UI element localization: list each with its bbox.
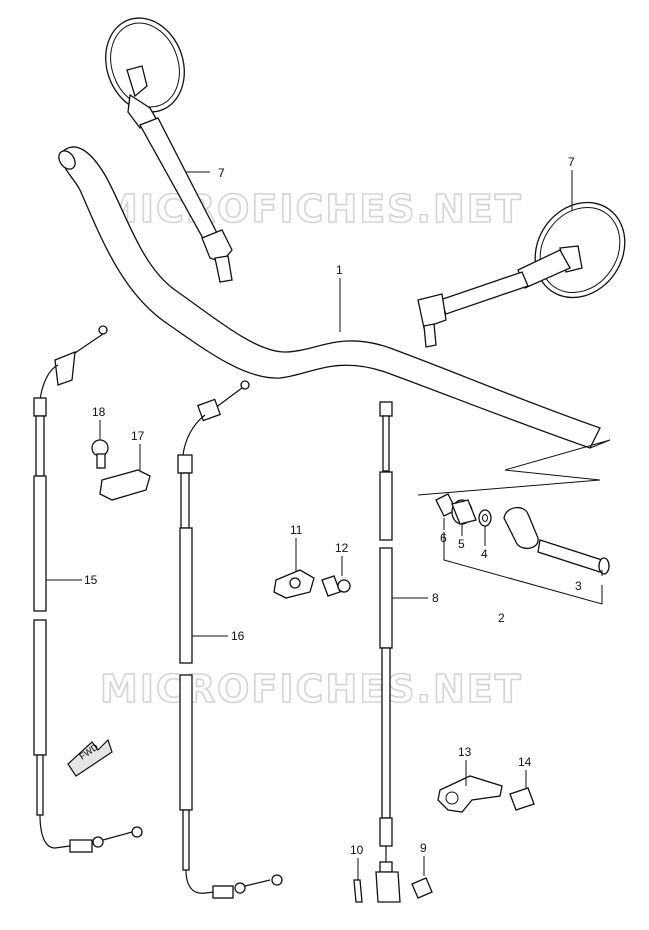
label-part-15: 15 xyxy=(84,573,98,587)
label-part-17: 17 xyxy=(131,429,145,443)
label-part-7-right: 7 xyxy=(568,155,575,169)
label-part-8: 8 xyxy=(432,591,439,605)
pin-10 xyxy=(353,879,363,903)
watermark-top: MICROFICHES.NET xyxy=(100,187,523,231)
handlebar xyxy=(58,146,601,449)
nut-9 xyxy=(411,877,433,899)
label-part-16: 16 xyxy=(231,629,245,643)
clamp-17 xyxy=(99,469,151,501)
screw-18 xyxy=(91,439,109,469)
label-part-12: 12 xyxy=(335,541,349,555)
balancer-assembly xyxy=(435,493,610,605)
label-part-7-left: 7 xyxy=(218,166,225,180)
mirror-left xyxy=(105,17,233,283)
watermark-middle: MICROFICHES.NET xyxy=(100,667,523,711)
label-part-1: 1 xyxy=(336,263,343,277)
label-part-5: 5 xyxy=(458,537,465,551)
screw-12 xyxy=(321,575,351,597)
handlebar-break-line xyxy=(417,439,611,496)
mirror-right xyxy=(417,201,626,348)
label-part-4: 4 xyxy=(481,547,488,561)
label-part-11: 11 xyxy=(290,523,303,537)
screw-14 xyxy=(509,787,535,811)
leader-lines xyxy=(46,170,603,880)
label-part-13: 13 xyxy=(458,745,472,759)
label-part-14: 14 xyxy=(518,755,532,769)
fwd-arrow: FWD xyxy=(67,738,113,777)
bracket-13 xyxy=(437,775,503,813)
cable-15 xyxy=(33,325,143,853)
label-part-2: 2 xyxy=(498,611,505,625)
cable-16 xyxy=(177,380,283,899)
label-part-9: 9 xyxy=(420,841,427,855)
label-part-6: 6 xyxy=(440,531,447,545)
label-part-3: 3 xyxy=(575,579,582,593)
label-part-10: 10 xyxy=(350,843,364,857)
label-part-18: 18 xyxy=(92,405,106,419)
cable-8 xyxy=(375,401,401,903)
clamp-11 xyxy=(273,569,315,599)
